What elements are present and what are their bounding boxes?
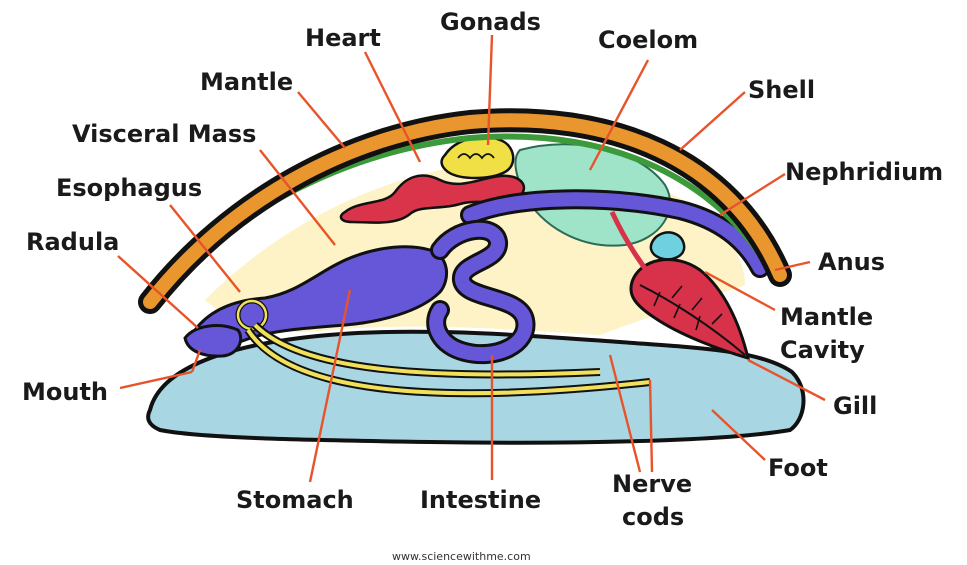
- label-anus: Anus: [818, 248, 885, 276]
- label-intestine: Intestine: [420, 486, 541, 514]
- label-foot: Foot: [768, 454, 828, 482]
- label-shell: Shell: [748, 76, 815, 104]
- label-heart: Heart: [305, 24, 381, 52]
- label-coelom: Coelom: [598, 26, 698, 54]
- label-mantle: Mantle: [200, 68, 293, 96]
- label-stomach: Stomach: [236, 486, 354, 514]
- mouth-shape: [185, 326, 241, 357]
- label-nerve-cords-line2: cods: [622, 503, 684, 531]
- label-nerve-cords-line1: Nerve: [612, 470, 692, 498]
- label-esophagus: Esophagus: [56, 174, 202, 202]
- nephridium-shape: [651, 232, 684, 259]
- label-mantle-cavity-line2: Cavity: [780, 336, 865, 364]
- credit-text: www.sciencewithme.com: [392, 550, 531, 563]
- label-nephridium: Nephridium: [785, 158, 943, 186]
- label-gill: Gill: [833, 392, 877, 420]
- label-mantle-cavity-line1: Mantle: [780, 303, 873, 331]
- label-gonads: Gonads: [440, 8, 541, 36]
- label-visceral-mass: Visceral Mass: [72, 120, 256, 148]
- label-mouth: Mouth: [22, 378, 108, 406]
- label-radula: Radula: [26, 228, 119, 256]
